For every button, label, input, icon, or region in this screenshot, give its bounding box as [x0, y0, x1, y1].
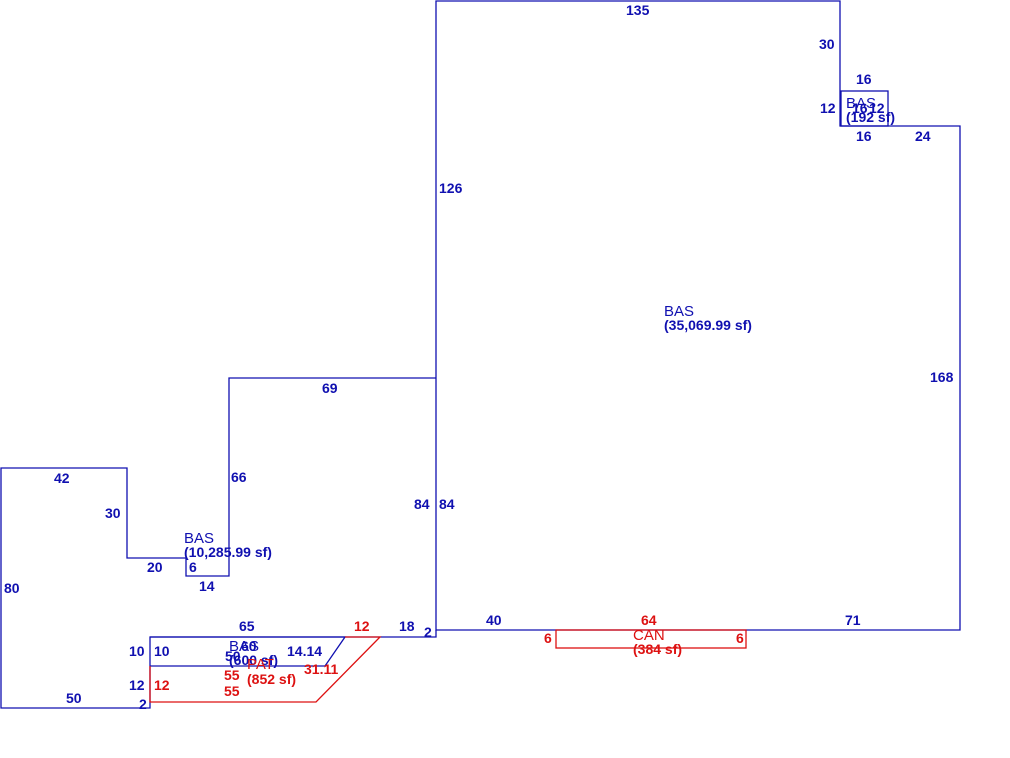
- area-size-addition: (852 sf): [247, 671, 296, 687]
- dimension-label: 42: [54, 470, 70, 486]
- addition-area-outlines: [149, 629, 747, 703]
- dimension-label: 24: [915, 128, 931, 144]
- dimension-label: 126: [439, 180, 463, 196]
- dimension-label: 55: [224, 667, 240, 683]
- area-code-bas-bottom: BAS: [229, 638, 259, 655]
- dimension-label: 71: [845, 612, 861, 628]
- area-code-bas-main: BAS: [664, 303, 694, 320]
- area-size-bas-bottom: (600 sf): [229, 652, 278, 668]
- dimension-label: 12: [354, 618, 370, 634]
- dimension-label: 135: [626, 2, 650, 18]
- dimension-label: 16: [856, 128, 872, 144]
- dimension-label: 31.11: [304, 661, 338, 677]
- addition-outline: [149, 636, 382, 703]
- dimension-label: 60: [241, 638, 257, 654]
- dimension-label: 55: [224, 683, 240, 699]
- base-area-outlines: [0, 0, 961, 709]
- dimension-label: 2: [139, 696, 147, 712]
- dimension-label: 65: [239, 618, 255, 634]
- area-labels: BAS (35,069.99 sf) BAS (10,285.99 sf) BA…: [184, 95, 895, 687]
- dimension-label: 12: [869, 100, 885, 116]
- dimension-labels-blue: 135 30 16 12 16 24 12 16 126 168 69 42 3…: [4, 2, 954, 712]
- dimension-label: 66: [231, 469, 247, 485]
- dimension-label: 16: [852, 100, 868, 116]
- dimension-label: 84: [439, 496, 455, 512]
- area-size-bas-small: (192 sf): [846, 109, 895, 125]
- dimension-label: 50: [66, 690, 82, 706]
- dimension-label: 50: [225, 648, 241, 664]
- dimension-label: 12: [820, 100, 836, 116]
- dimension-label: 30: [819, 36, 835, 52]
- dimension-label: 14: [199, 578, 215, 594]
- dimension-label: 6: [736, 630, 744, 646]
- area-code-can: CAN: [633, 627, 665, 644]
- dimension-label: 12: [129, 677, 145, 693]
- dimension-label: 80: [4, 580, 20, 596]
- dimension-label: 30: [105, 505, 121, 521]
- dimension-label: 6: [189, 559, 197, 575]
- bas-main-outline: [435, 0, 961, 631]
- dimension-label: 69: [322, 380, 338, 396]
- bas-small-outline: [840, 90, 889, 127]
- dimension-label: 6: [544, 630, 552, 646]
- area-size-bas-main: (35,069.99 sf): [664, 317, 752, 333]
- bas-bottom-outline: [150, 636, 347, 667]
- dimension-label: 64: [641, 612, 657, 628]
- dimension-label: 168: [930, 369, 954, 385]
- dimension-label: 20: [147, 559, 163, 575]
- dimension-label: 18: [399, 618, 415, 634]
- dimension-label: 40: [486, 612, 502, 628]
- can-outline: [555, 629, 747, 649]
- dimension-label: 10: [129, 643, 145, 659]
- area-code-bas-west: BAS: [184, 530, 214, 547]
- dimension-label: 10: [154, 643, 170, 659]
- area-size-bas-west: (10,285.99 sf): [184, 544, 272, 560]
- bas-west-outline: [0, 377, 437, 709]
- area-code-addition: PAT: [247, 656, 274, 673]
- area-size-can: (384 sf): [633, 641, 682, 657]
- dimension-label: 84: [414, 496, 430, 512]
- dimension-labels-red: 12 64 6 6 31.11 12 55 55: [154, 612, 744, 699]
- dimension-label: 14.14: [287, 643, 322, 659]
- area-code-bas-small: BAS: [846, 95, 876, 112]
- dimension-label: 16: [856, 71, 872, 87]
- dimension-label: 2: [424, 624, 432, 640]
- dimension-label: 12: [154, 677, 170, 693]
